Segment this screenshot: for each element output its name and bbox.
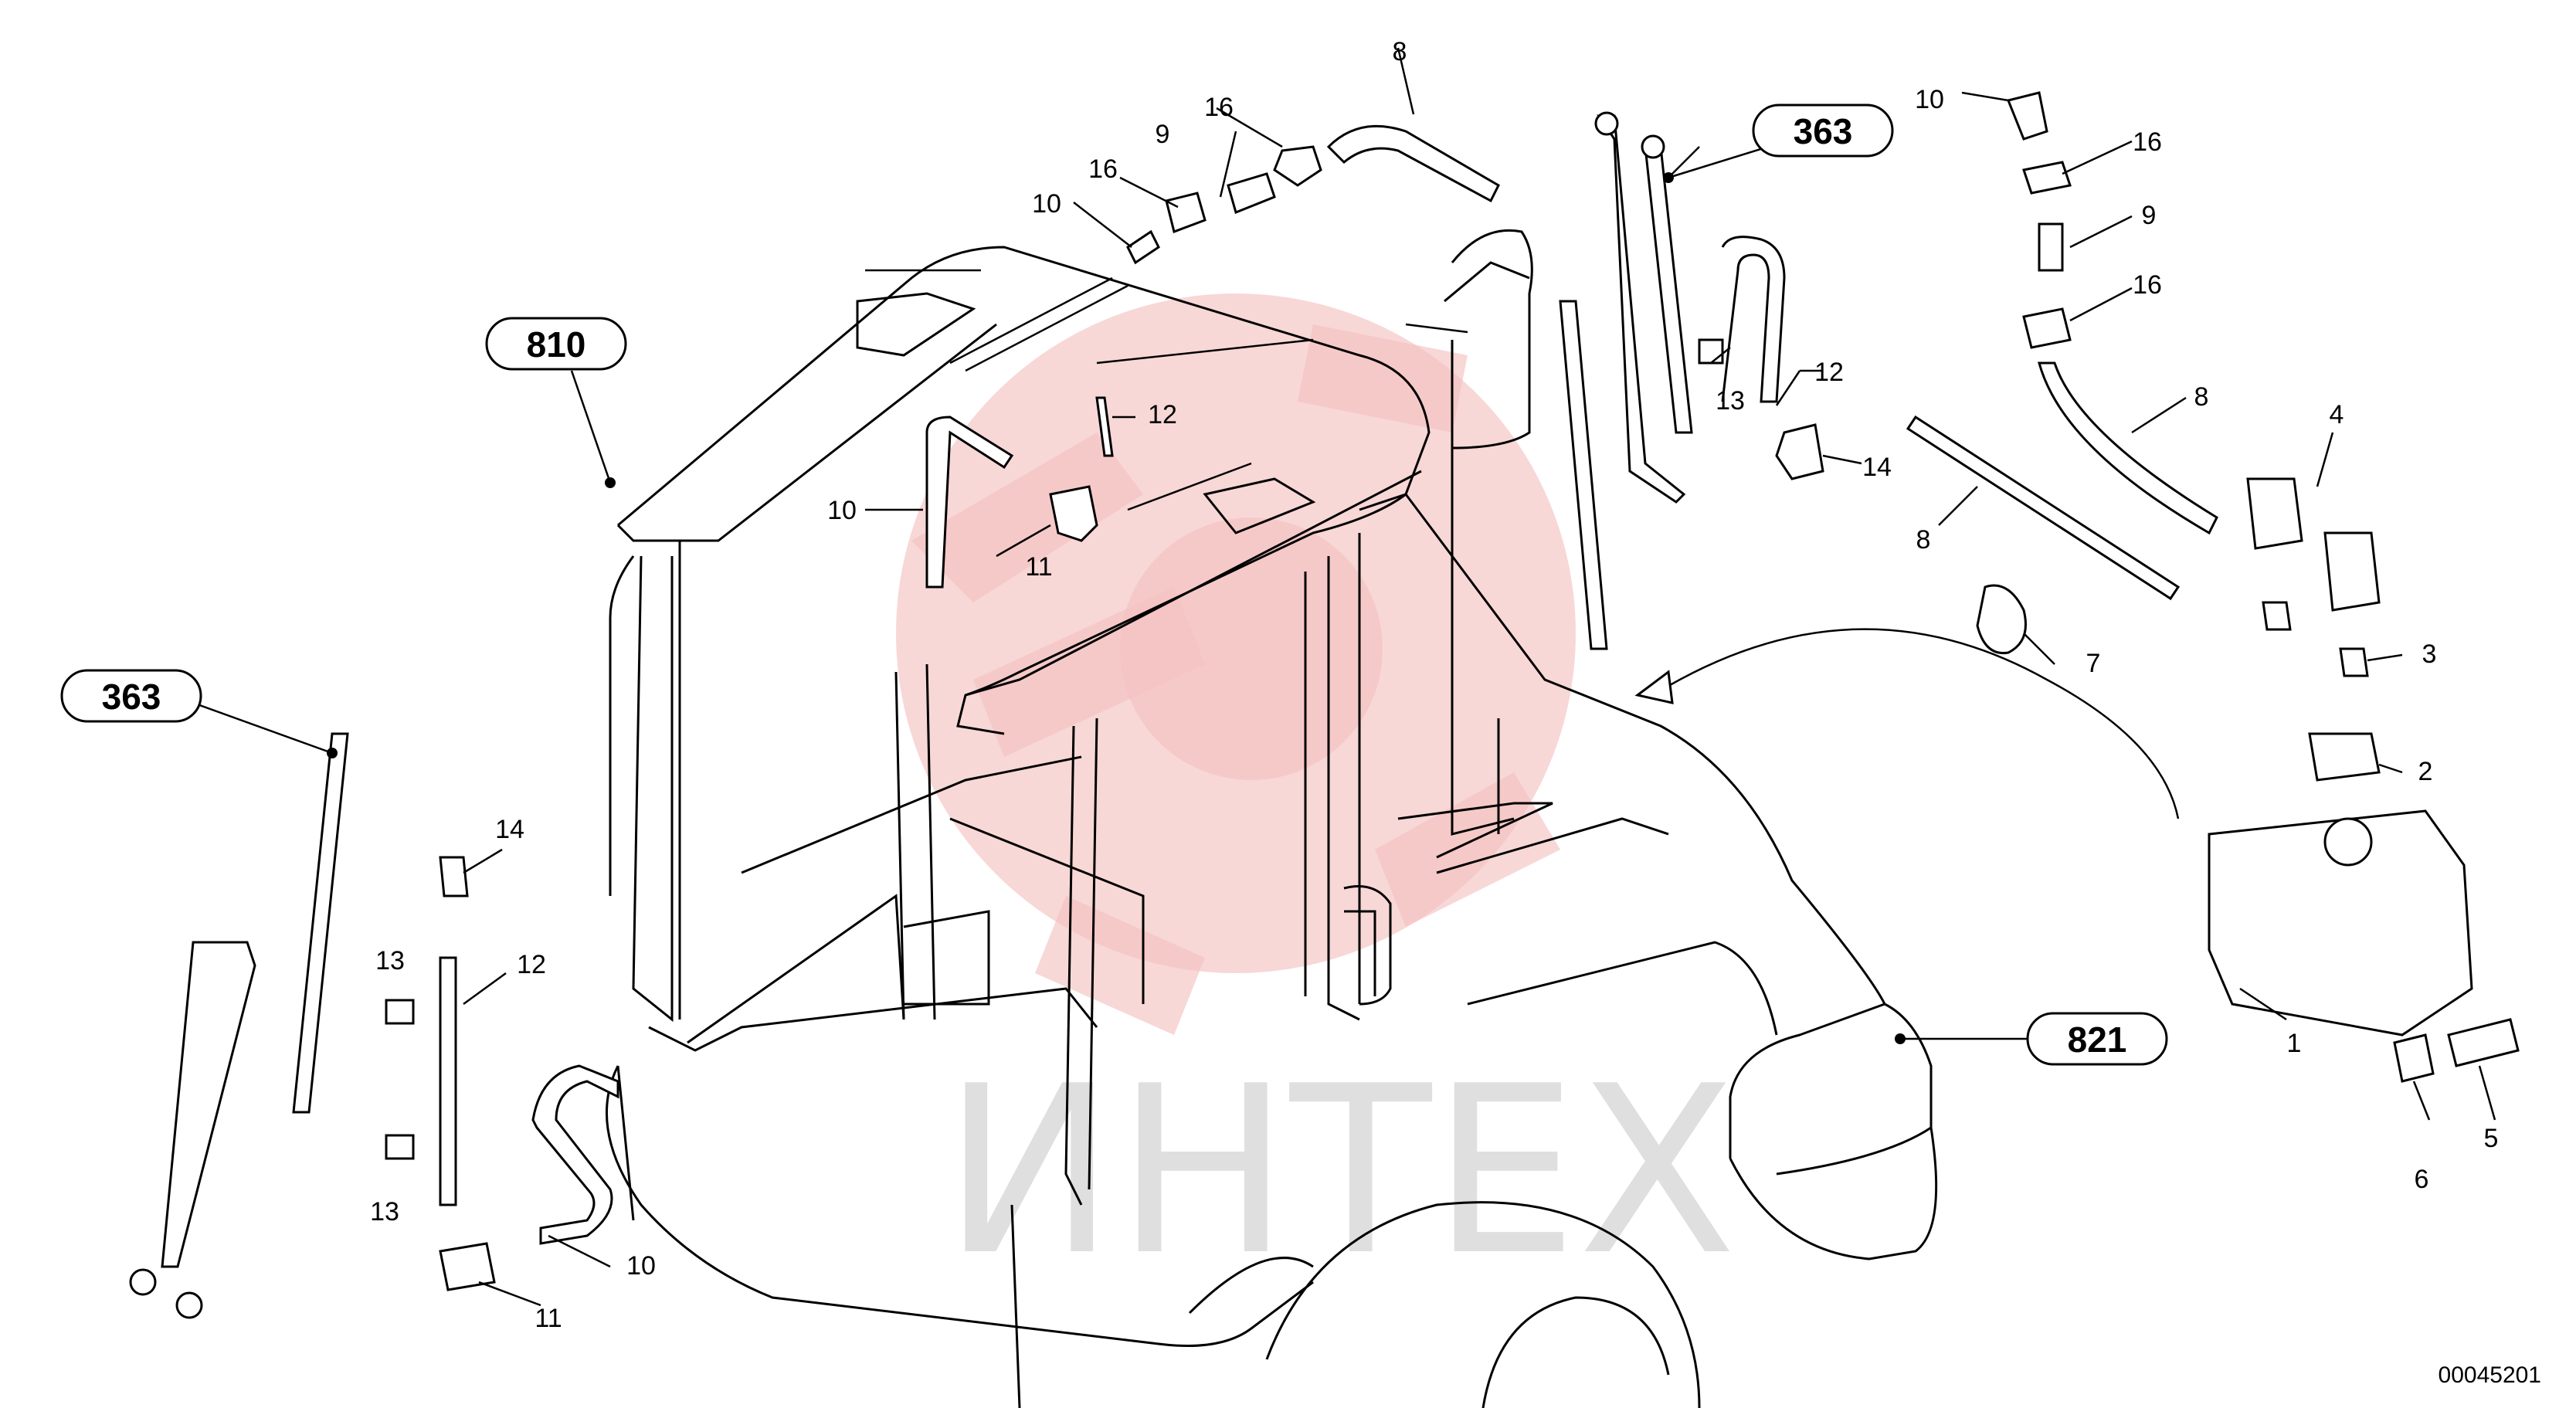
- label-1: 1: [2287, 1029, 2302, 1058]
- label-2: 2: [2418, 757, 2433, 786]
- label-13: 13: [1716, 386, 1745, 416]
- connector-9-right: [2038, 222, 2064, 272]
- hose-10-roof: [925, 416, 1014, 589]
- label-16: 16: [1088, 154, 1118, 184]
- label-9: 9: [1156, 120, 1170, 149]
- nozzle-11-left: [439, 1242, 496, 1291]
- roof-hose-assembly: [925, 124, 1500, 589]
- wiper-blade-left: [292, 732, 349, 1114]
- cab-outline: [606, 229, 1938, 1408]
- wiper-arm-left: [161, 941, 256, 1268]
- label-14: 14: [495, 815, 524, 844]
- part-labels: 8 16 9 16 10 12 10 11 10 16 9 16 12 13 1…: [370, 37, 2498, 1333]
- bolt-5: [2447, 1018, 2520, 1067]
- washer-6: [2393, 1033, 2435, 1083]
- cap-2: [2308, 732, 2381, 782]
- label-11: 11: [1025, 552, 1052, 582]
- label-5: 5: [2484, 1124, 2499, 1153]
- nozzle-14-top: [1775, 423, 1824, 480]
- left-wiper-assembly: [129, 732, 619, 1319]
- label-11: 11: [535, 1304, 562, 1333]
- hose-8-diagonal: [1906, 415, 2181, 601]
- label-13: 13: [370, 1197, 399, 1226]
- svg-text:821: 821: [2068, 1020, 2127, 1060]
- callout-810: 810: [485, 317, 627, 371]
- svg-text:363: 363: [102, 677, 161, 717]
- grommet-13-left-a: [385, 999, 415, 1025]
- hose-10-left: [531, 1064, 619, 1245]
- callout-821: 821: [2026, 1012, 2168, 1066]
- label-4: 4: [2330, 400, 2344, 429]
- label-14: 14: [1862, 453, 1892, 482]
- label-16: 16: [2133, 127, 2162, 157]
- clamp-16-top-right: [1273, 145, 1322, 187]
- hose-8-right: [2038, 361, 2218, 535]
- hose-8-top: [1326, 124, 1500, 203]
- label-9: 9: [2142, 201, 2157, 230]
- clamp-16-right-top: [2022, 161, 2072, 195]
- hose-12-roof: [1095, 396, 1114, 457]
- hose-12-right: [1721, 236, 1786, 403]
- reservoir-assembly: [1634, 91, 2520, 1083]
- label-12: 12: [517, 950, 546, 979]
- label-10: 10: [1915, 85, 1944, 114]
- svg-text:810: 810: [527, 324, 586, 365]
- label-13: 13: [375, 946, 405, 975]
- connector-9-top: [1227, 172, 1276, 215]
- wiper-arm-top: [1597, 114, 1686, 504]
- callout-363-top: 363: [1752, 103, 1894, 158]
- label-6: 6: [2415, 1165, 2429, 1194]
- pump-4-a: [2246, 477, 2303, 550]
- label-10: 10: [626, 1251, 656, 1281]
- watermark-text: ИНТЕХ: [942, 1036, 1736, 1306]
- clamp-7: [1976, 584, 2027, 655]
- grommet-3-b: [2339, 647, 2369, 677]
- nozzle-11-roof: [1049, 485, 1098, 542]
- clamp-16-right-bottom: [2022, 307, 2072, 349]
- hose-12-left: [439, 956, 457, 1206]
- callout-363-left: 363: [60, 669, 202, 723]
- label-12: 12: [1148, 400, 1177, 429]
- clamp-16-top-left: [1165, 192, 1207, 233]
- document-id: 00045201: [2439, 1362, 2541, 1388]
- label-10: 10: [827, 496, 857, 525]
- label-7: 7: [2086, 649, 2101, 678]
- watermark-logo: [896, 293, 1576, 1035]
- label-10: 10: [1032, 189, 1061, 219]
- label-8: 8: [2194, 382, 2209, 412]
- grommet-13-left-b: [385, 1134, 415, 1160]
- reservoir-1: [2208, 809, 2473, 1036]
- label-12: 12: [1814, 358, 1844, 387]
- label-16: 16: [2133, 270, 2162, 300]
- reservoir-pointer-arc: [1652, 628, 2180, 819]
- label-8: 8: [1916, 525, 1931, 555]
- svg-text:363: 363: [1794, 111, 1853, 151]
- label-16: 16: [1204, 93, 1234, 122]
- wiper-blade-top: [1559, 300, 1608, 650]
- label-3: 3: [2422, 640, 2437, 669]
- top-wiper-assembly: [1559, 111, 1824, 650]
- nozzle-14-left: [439, 856, 469, 897]
- label-8: 8: [1393, 37, 1407, 66]
- hose-10-top: [1126, 229, 1160, 265]
- pump-4-b: [2323, 531, 2381, 612]
- grommet-13-top: [1698, 338, 1724, 365]
- hose-10-right: [2006, 91, 2048, 141]
- grommet-3-a: [2262, 601, 2292, 631]
